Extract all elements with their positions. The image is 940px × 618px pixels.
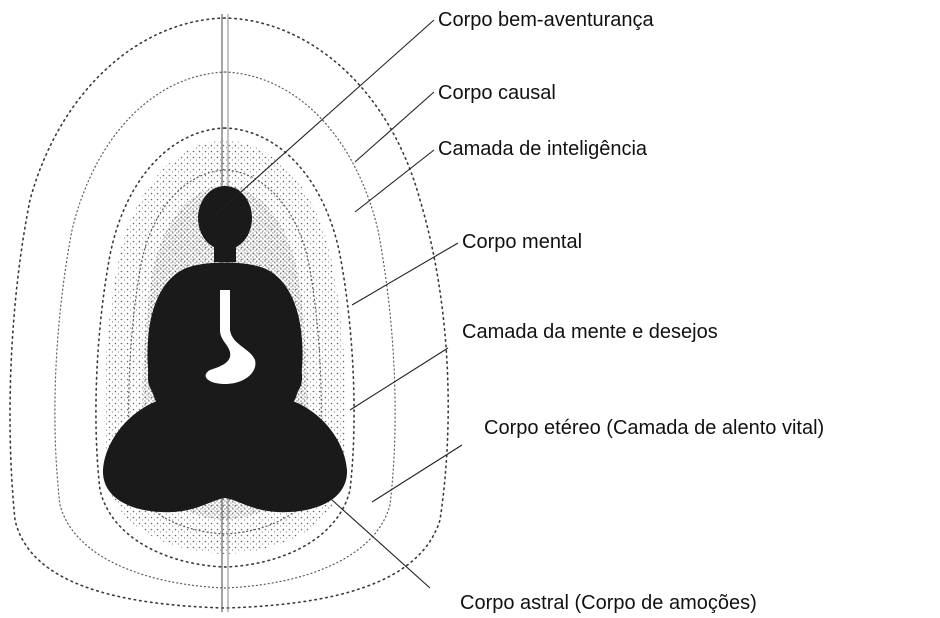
- leader-line-4: [351, 242, 459, 306]
- stomach-outline: [205, 290, 256, 384]
- aura-layer-2: [54, 71, 396, 589]
- label-corpo-causal: Corpo causal: [438, 82, 556, 104]
- figure-crossed-legs: [102, 400, 348, 513]
- label-camada-da-mente-e-desejos: Camada da mente e desejos: [462, 321, 718, 343]
- leader-line-1: [214, 19, 435, 216]
- leader-line-2: [354, 91, 435, 163]
- aura-layer-3: [95, 127, 355, 568]
- leader-lines: [214, 19, 463, 589]
- label-corpo-mental: Corpo mental: [462, 231, 582, 253]
- figure-left-arm: [147, 280, 208, 397]
- figure-right-arm: [242, 280, 303, 397]
- label-corpo-etereo: Corpo etéreo (Camada de alento vital): [484, 417, 824, 439]
- figure-neck: [214, 244, 236, 262]
- leader-line-3: [354, 149, 435, 213]
- layer-labels: Corpo bem-aventurança Corpo causal Camad…: [438, 9, 824, 614]
- aura-outer-layer: [9, 17, 449, 609]
- leader-line-5: [349, 347, 449, 411]
- label-camada-de-inteligencia: Camada de inteligência: [438, 138, 648, 160]
- figure-head: [198, 186, 252, 250]
- leader-line-6: [371, 444, 463, 503]
- meditating-figure: [102, 186, 348, 513]
- label-corpo-bem-aventuranca: Corpo bem-aventurança: [438, 9, 655, 31]
- label-corpo-astral: Corpo astral (Corpo de amoções): [460, 592, 757, 614]
- leader-line-7: [331, 499, 431, 589]
